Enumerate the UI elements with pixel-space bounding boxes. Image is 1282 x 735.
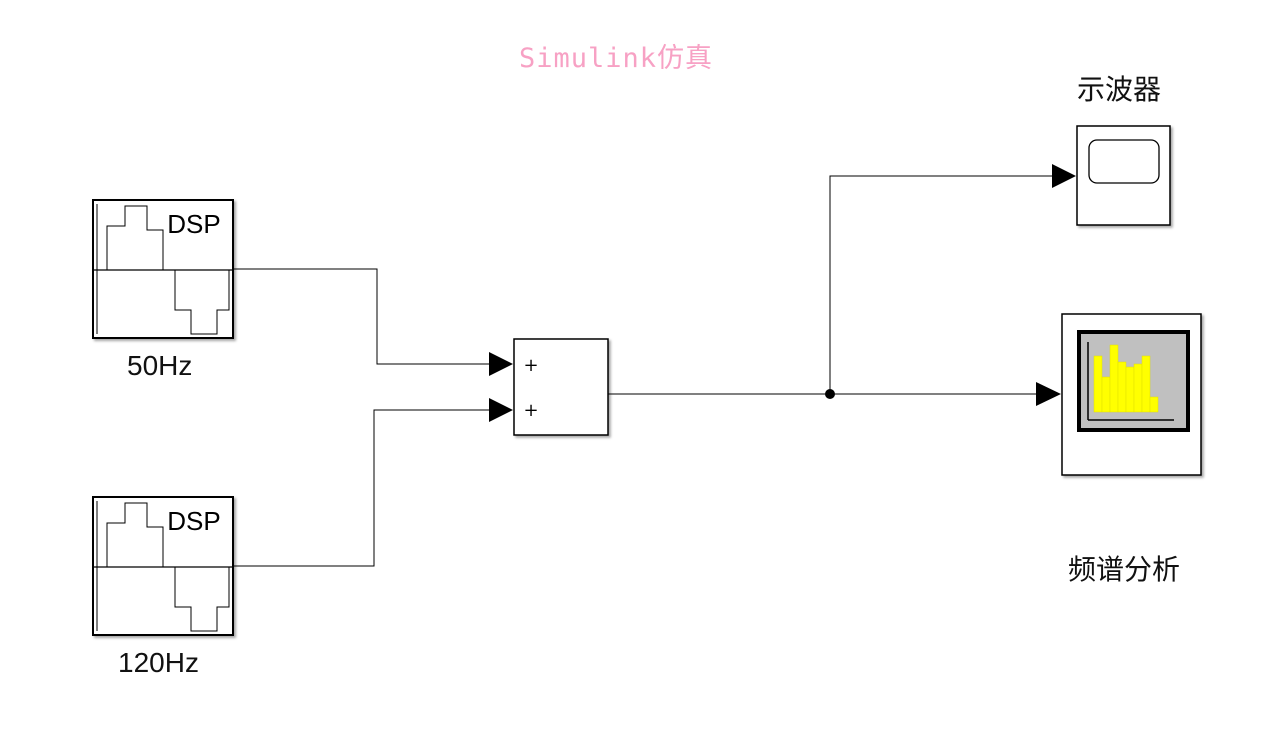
dsp-icon-text: DSP xyxy=(167,209,220,239)
sine-wave-dsp-icon: DSP xyxy=(93,501,233,632)
dsp-icon-text: DSP xyxy=(167,506,220,536)
signal-line-120hz xyxy=(233,409,492,567)
arrowhead-scope-in xyxy=(1052,164,1076,188)
scope-screen-icon xyxy=(1088,139,1160,184)
signal-line-50hz xyxy=(233,268,492,365)
sum-block[interactable]: + + xyxy=(513,338,609,436)
signal-line-branch-to-scope xyxy=(829,175,1053,394)
source-label-50hz: 50Hz xyxy=(127,350,193,381)
sine-wave-dsp-icon: DSP xyxy=(93,204,233,335)
source-label-120hz: 120Hz xyxy=(118,647,199,678)
arrowhead-sum-in-1 xyxy=(489,352,513,376)
scope-block[interactable] xyxy=(1076,125,1171,226)
arrowhead-spectrum-in xyxy=(1036,382,1061,406)
sine-source-block-120hz[interactable]: DSP xyxy=(92,496,234,636)
spectrum-label: 频谱分析 xyxy=(1068,553,1181,586)
model-title: Simulink仿真 xyxy=(518,43,714,74)
signal-lines xyxy=(233,175,1053,567)
sum-input-sign-2: + xyxy=(523,400,538,421)
sum-input-sign-1: + xyxy=(523,355,538,376)
scope-label: 示波器 xyxy=(1077,73,1162,106)
spectrum-analyzer-block[interactable] xyxy=(1061,313,1202,476)
sine-source-block-50hz[interactable]: DSP xyxy=(92,199,234,339)
arrowhead-sum-in-2 xyxy=(489,398,513,422)
arrowheads xyxy=(489,164,1076,422)
spectrum-bars-icon xyxy=(1077,330,1190,432)
branch-point xyxy=(825,389,835,399)
